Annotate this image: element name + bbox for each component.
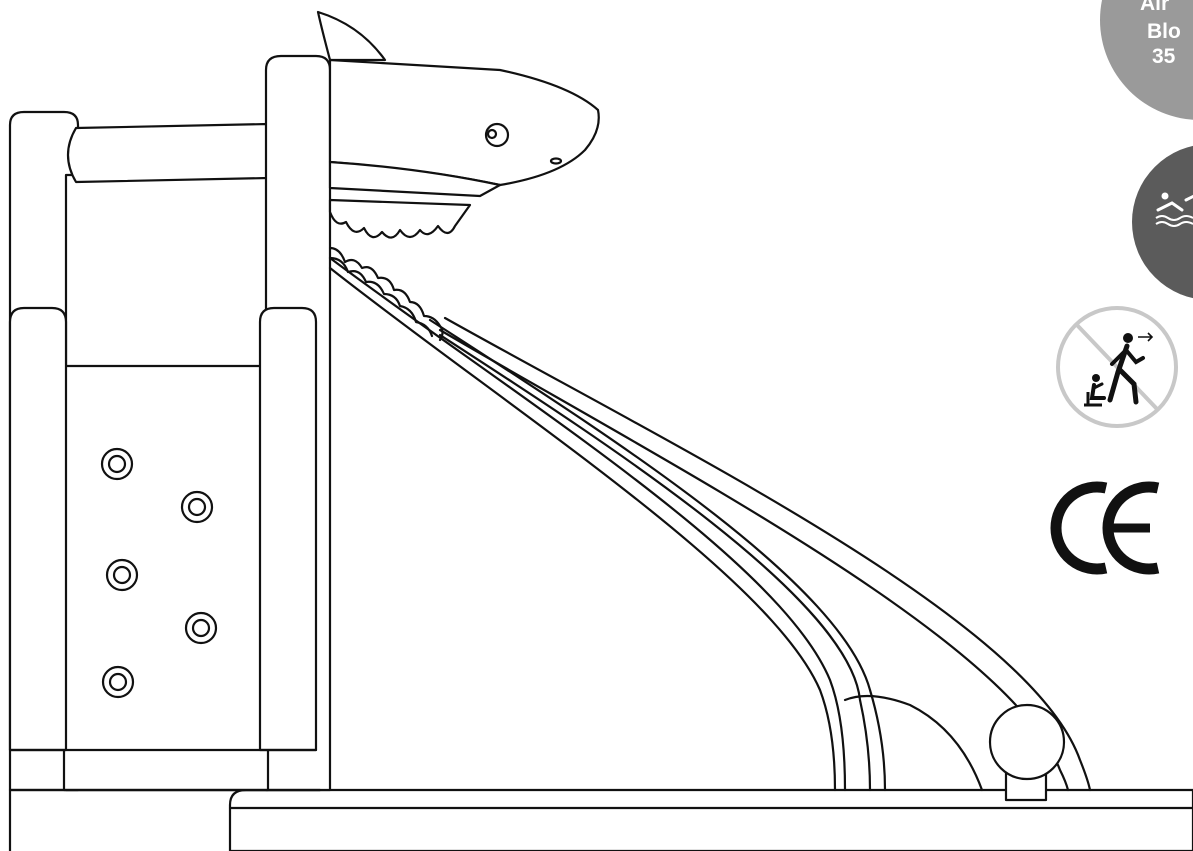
blower-pipe bbox=[988, 703, 1066, 802]
ce-mark-icon bbox=[1050, 481, 1160, 575]
climbing-hold bbox=[100, 447, 134, 481]
climbing-hold bbox=[101, 665, 135, 699]
shark-head bbox=[316, 10, 600, 342]
air-blower-line-3: 35 bbox=[1152, 45, 1176, 68]
air-blower-badge: Air Blo 35 bbox=[1100, 0, 1193, 120]
climbing-hold bbox=[180, 490, 214, 524]
slide-tower bbox=[8, 54, 332, 851]
air-blower-line-2: Blo bbox=[1147, 20, 1181, 43]
climbing-hold bbox=[184, 611, 218, 645]
base-platform bbox=[228, 788, 1193, 851]
climbing-holds bbox=[100, 447, 218, 699]
climbing-hold bbox=[105, 558, 139, 592]
swimming-warning-icon bbox=[1132, 145, 1193, 299]
no-unattended-children-icon bbox=[1056, 306, 1178, 428]
air-blower-line-1: Air bbox=[1140, 0, 1169, 15]
slide-lanes bbox=[328, 256, 1092, 792]
